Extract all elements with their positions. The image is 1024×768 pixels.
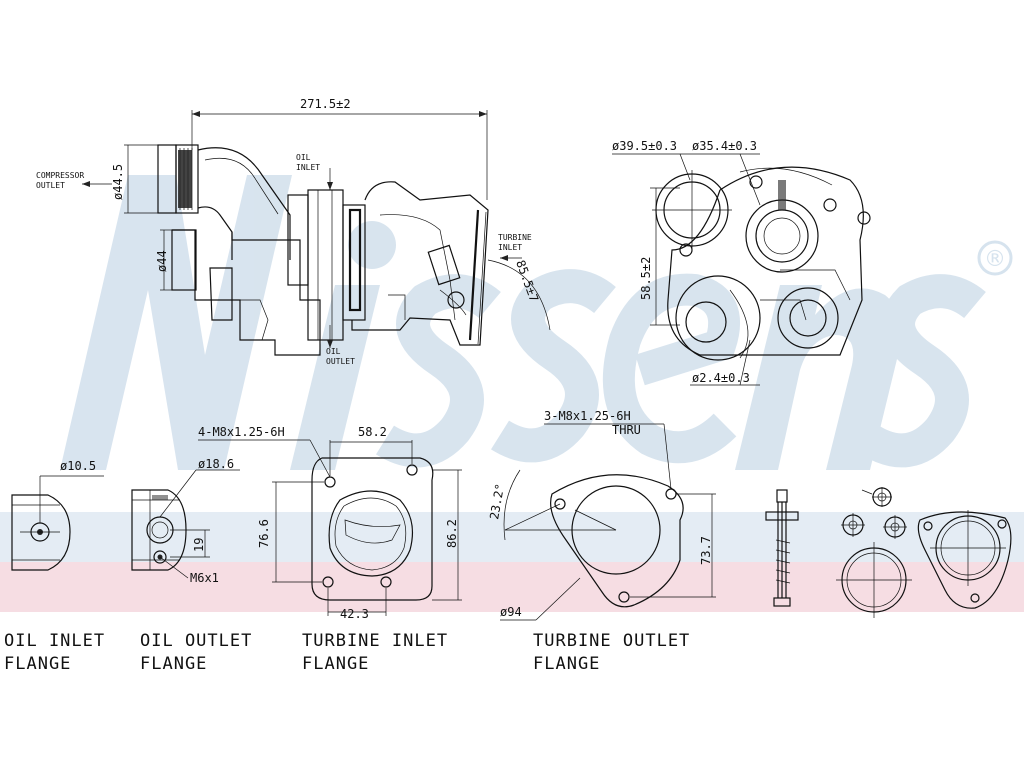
registered-mark-text: ® [984, 247, 1006, 272]
oil-inlet-label-2: INLET [296, 163, 320, 172]
compressor-outlet-label-2: OUTLET [36, 181, 65, 190]
turbine-inlet-width-bottom: 42.3 [340, 607, 369, 621]
gasket-kit [765, 487, 1012, 618]
turbine-inlet-height-left: 76.6 [257, 519, 271, 548]
front-dia-small: ø2.4±0.3 [692, 371, 750, 385]
turbine-inlet-label-2: INLET [498, 243, 522, 252]
oil-outlet-label-1: OIL [326, 347, 341, 356]
caption-turbine-inlet-1: TURBINE INLET [302, 631, 448, 651]
oil-outlet-thread: M6x1 [190, 571, 219, 585]
flange-captions: OIL INLET FLANGE OIL OUTLET FLANGE TURBI… [4, 631, 690, 674]
overall-length-dim: 271.5±2 [300, 97, 351, 111]
turbine-outlet-flange-view: 3-M8x1.25-6H THRU 23.2° 73.7 ø94 [487, 409, 716, 621]
turbine-inlet-flange-view: 4-M8x1.25-6H 58.2 76.6 86.2 42.3 [198, 425, 462, 621]
caption-oil-outlet-2: FLANGE [140, 654, 207, 674]
turbine-outlet-height: 73.7 [699, 536, 713, 565]
caption-turbine-outlet-1: TURBINE OUTLET [533, 631, 690, 651]
caption-turbine-outlet-2: FLANGE [533, 654, 600, 674]
front-dia-1: ø39.5±0.3 [612, 139, 677, 153]
oil-inlet-label-1: OIL [296, 153, 311, 162]
turbine-outlet-dia: ø94 [500, 605, 522, 619]
oil-outlet-flange-view: ø18.6 19 M6x1 [131, 457, 240, 585]
caption-turbine-inlet-2: FLANGE [302, 654, 369, 674]
compressor-outlet-dia: ø44.5 [111, 164, 125, 200]
caption-oil-inlet-1: OIL INLET [4, 631, 105, 651]
turbine-inlet-holes: 4-M8x1.25-6H [198, 425, 285, 439]
registered-mark: ® [977, 240, 1013, 276]
oil-outlet-height: 19 [192, 538, 206, 552]
turbine-outlet-thru: THRU [612, 423, 641, 437]
watermark-band-blue [0, 512, 1024, 562]
oil-inlet-dia: ø10.5 [60, 459, 96, 473]
front-height-dim: 58.5±2 [639, 257, 653, 300]
turbine-outlet-angle: 23.2° [487, 483, 507, 521]
turbine-outlet-holes: 3-M8x1.25-6H [544, 409, 631, 423]
turbine-inlet-label-1: TURBINE [498, 233, 532, 242]
caption-oil-outlet-1: OIL OUTLET [140, 631, 252, 651]
front-dia-2: ø35.4±0.3 [692, 139, 757, 153]
turbo-front-view: ø39.5±0.3 ø35.4±0.3 58.5±2 [612, 139, 871, 386]
turbine-inlet-width-top: 58.2 [358, 425, 387, 439]
brand-watermark [60, 175, 986, 470]
oil-outlet-label-2: OUTLET [326, 357, 355, 366]
compressor-inlet-dia: ø44 [155, 250, 169, 272]
compressor-outlet-label-1: COMPRESSOR [36, 171, 84, 180]
turbine-inlet-height-right: 86.2 [445, 519, 459, 548]
oil-inlet-flange-view: ø10.5 [11, 459, 104, 571]
oil-outlet-dia: ø18.6 [198, 457, 234, 471]
turbo-side-view: 271.5±2 ø44.5 COMPRESSOR OUTLET ø44 [36, 97, 551, 366]
caption-oil-inlet-2: FLANGE [4, 654, 71, 674]
